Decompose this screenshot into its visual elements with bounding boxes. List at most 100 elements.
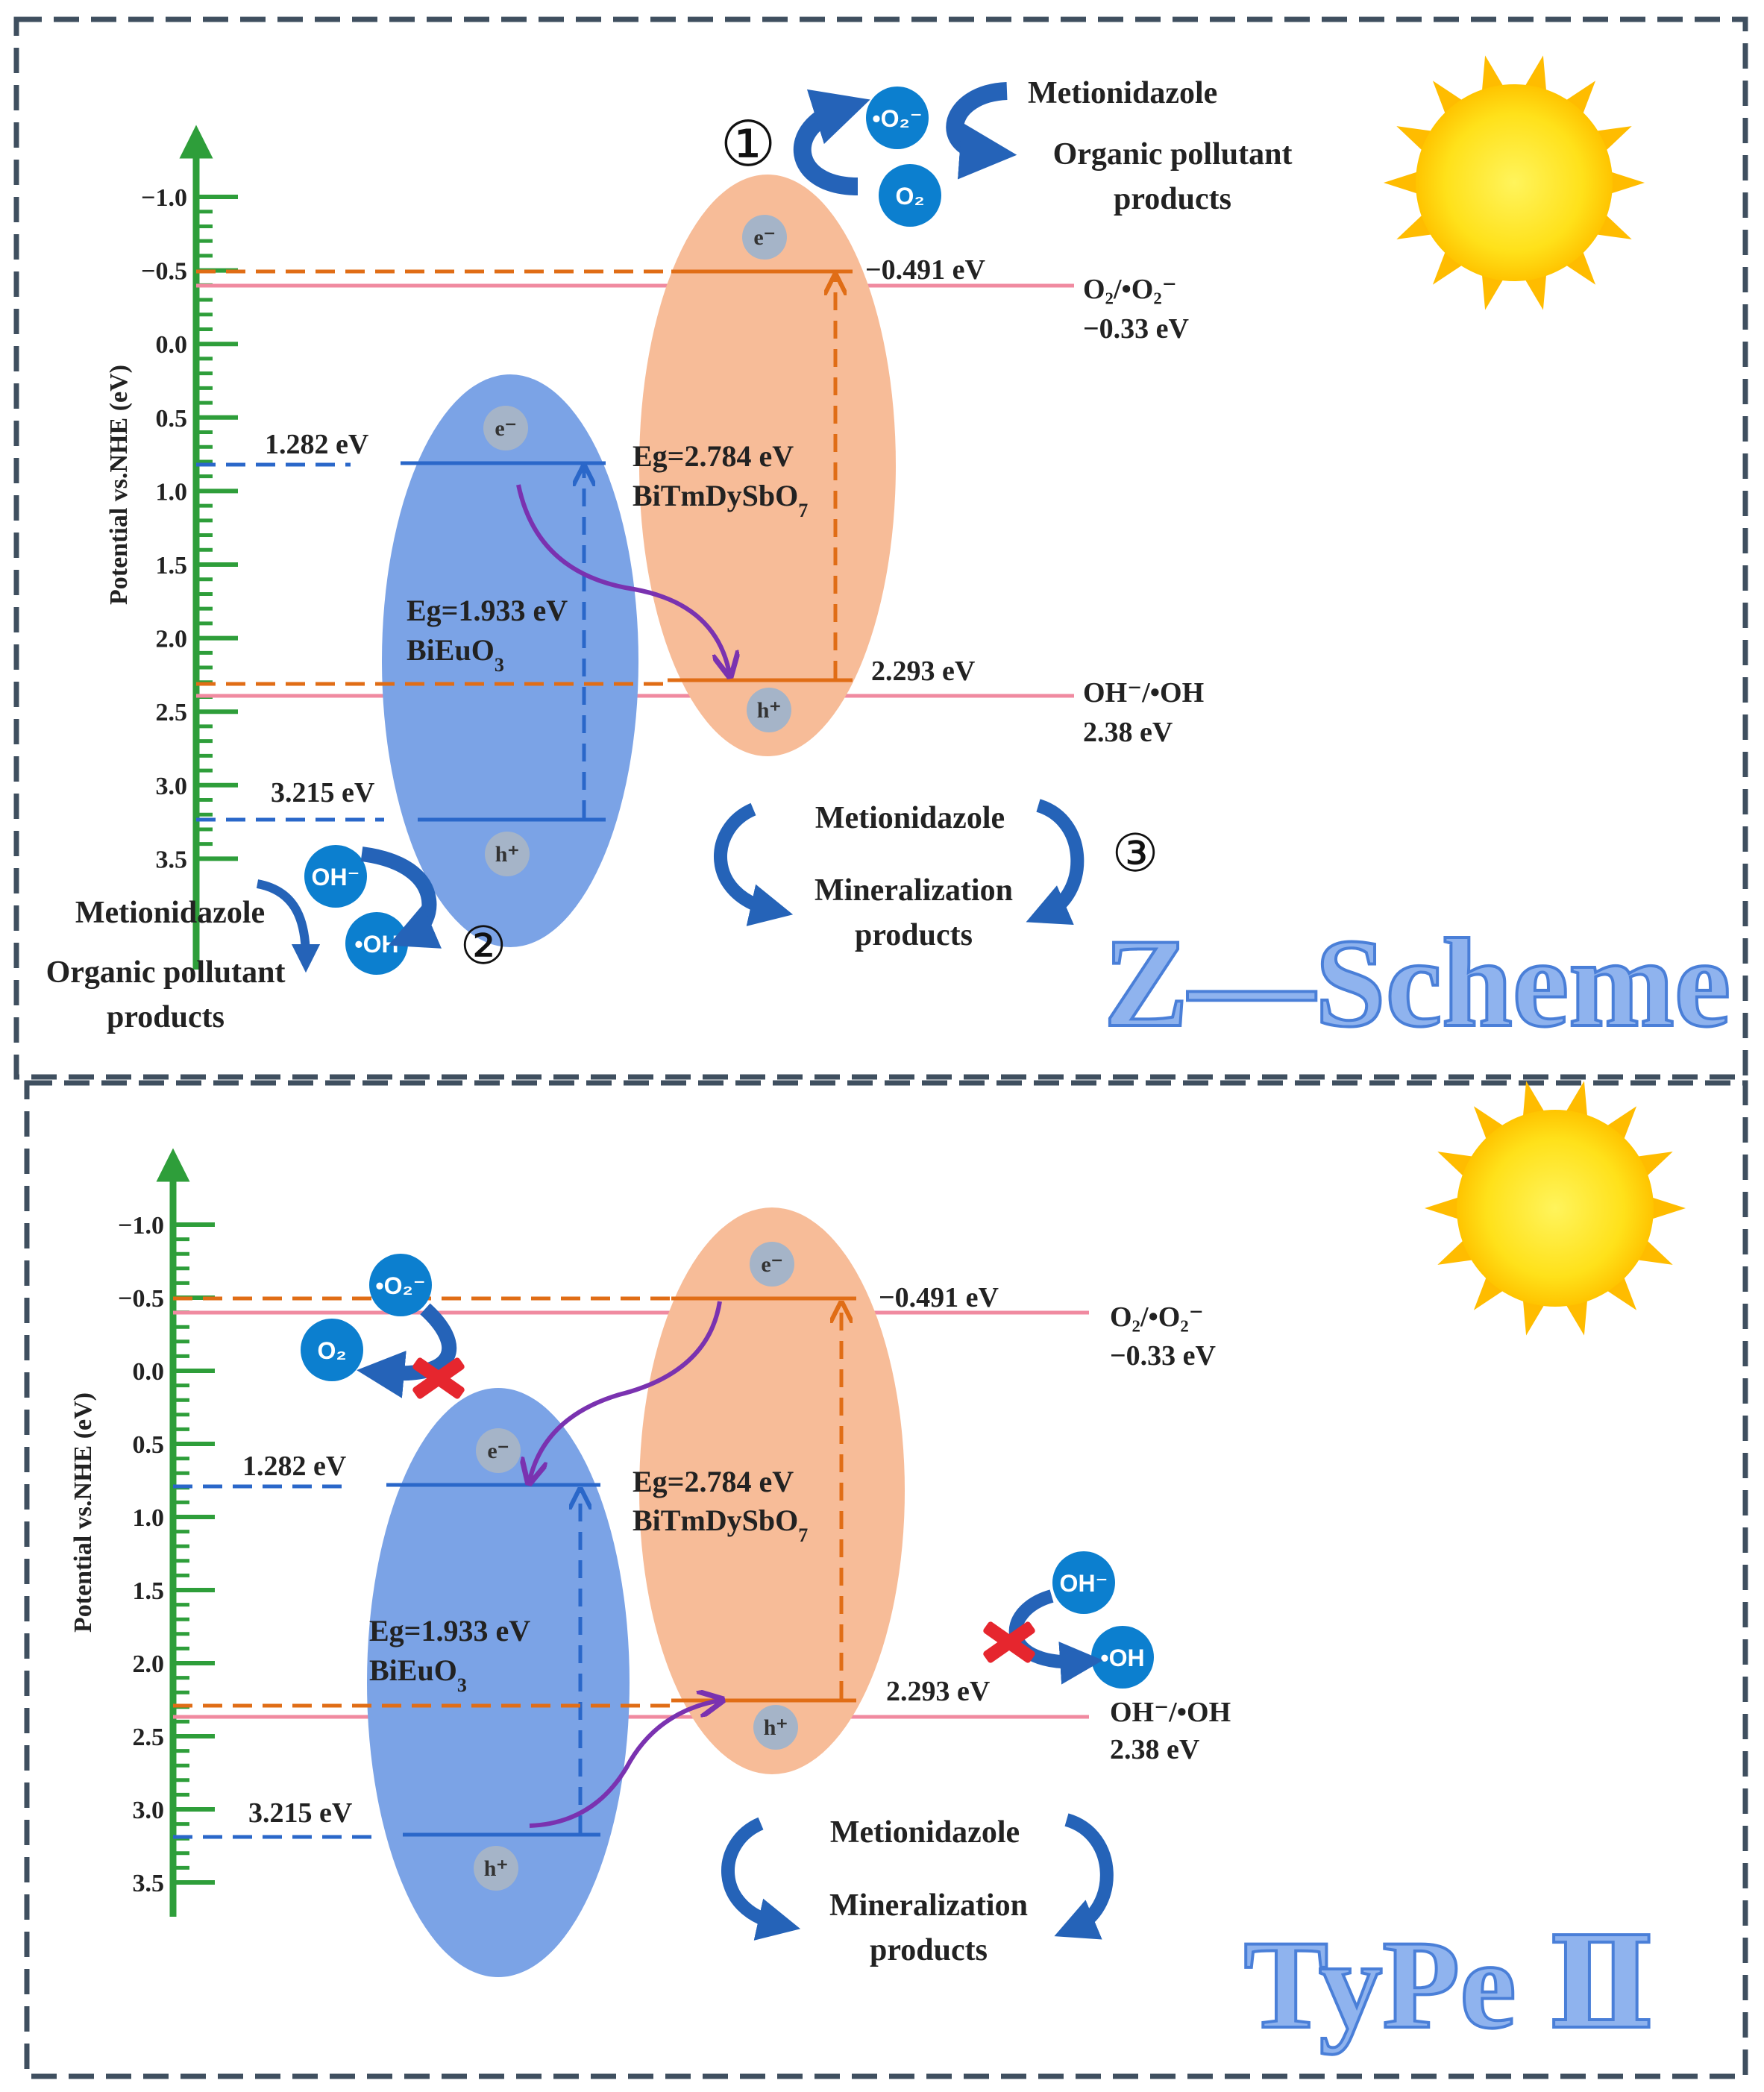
axis-tick-label: 0.0 [133,1358,165,1386]
svg-text:OH⁻: OH⁻ [312,864,360,890]
svg-text:h⁺: h⁺ [484,1856,509,1881]
hole-marker: h⁺ [753,1705,798,1750]
svg-text:•O₂⁻: •O₂⁻ [872,105,922,132]
marker-3: ③ [1112,826,1159,883]
mineralization-arrow [1026,799,1085,925]
mineralization-arrow [714,802,794,926]
mineralization-label: products [870,1933,988,1967]
axis-label: Potential vs.NHE (eV) [69,1392,97,1633]
oxygen-icon: O₂ [301,1319,363,1381]
oh-oxidation-arrow [360,846,442,949]
oh-potential-label: 2.38 eV [1083,717,1173,748]
bitmdysbo7-eg: Eg=2.784 eV [633,439,794,473]
panel-z-scheme: −1.0−0.50.00.51.01.52.02.53.03.5 Potenti… [46,55,1732,1055]
bieuo3-eg: Eg=1.933 eV [407,594,568,627]
svg-text:e⁻: e⁻ [761,1252,782,1277]
sun-icon [1384,55,1645,310]
superoxide-icon: •O₂⁻ [866,87,929,149]
bieuo3-cb-value: 1.282 eV [242,1451,347,1482]
organic-products-label: products [1114,182,1231,216]
o2-potential-label: −0.33 eV [1083,313,1190,345]
organic-products-label: products [107,1000,225,1034]
bieuo3-formula: BiEuO3 [407,633,504,676]
svg-text:O₂: O₂ [895,183,924,210]
electron-marker: e⁻ [476,1428,521,1473]
bieuo3-cb-value: 1.282 eV [265,429,369,460]
axis-tick-label: −1.0 [141,184,187,212]
panel-type-ii: −1.0−0.50.00.51.01.52.02.53.03.5 Potenti… [69,1081,1686,2056]
svg-text:•OH: •OH [1100,1645,1144,1671]
svg-text:•O₂⁻: •O₂⁻ [375,1272,425,1299]
axis-tick-label: 0.5 [133,1431,165,1459]
axis-tick-label: 3.0 [133,1797,165,1824]
degradation-arrow [946,82,1017,180]
axis-label: Potential vs.NHE (eV) [105,365,133,605]
blocked-cross-icon [983,1621,1035,1663]
o2-couple-label: O₂/•O₂⁻ [1110,1301,1204,1333]
bieuo3-eg: Eg=1.933 eV [369,1614,530,1647]
axis-tick-label: 3.5 [156,846,188,873]
bieuo3-vb-value: 3.215 eV [248,1797,353,1829]
axis-tick-label: 1.5 [156,552,188,579]
axis-tick-label: 0.0 [156,331,188,359]
pollutant-label: Metionidazole [1028,76,1217,110]
pollutant-label: Metionidazole [815,801,1005,835]
type-ii-title: TyPe Ⅱ [1244,1914,1655,2055]
electron-marker: e⁻ [483,406,528,450]
axis-tick-label: 3.0 [156,773,188,800]
hole-marker: h⁺ [474,1846,518,1891]
oh-potential-label: 2.38 eV [1110,1734,1200,1765]
svg-text:•OH: •OH [354,931,398,958]
blocked-arrow [357,1303,456,1398]
hole-marker: h⁺ [485,832,530,876]
organic-products-label: Organic pollutant [46,955,286,990]
axis-tick-label: 3.5 [133,1870,165,1897]
bitmdysbo7-formula: BiTmDySbO7 [633,1504,808,1546]
axis-tick-label: 2.5 [156,699,188,726]
axis-tick-label: 2.0 [133,1650,165,1678]
mineralization-label: Mineralization [829,1888,1028,1923]
axis-tick-label: −1.0 [118,1212,164,1240]
electron-marker: e⁻ [742,215,787,260]
svg-text:h⁺: h⁺ [495,842,520,867]
o2-reduction-arrow [793,89,870,195]
mineralization-arrow [721,1817,801,1941]
svg-text:h⁺: h⁺ [764,1715,788,1740]
panel-ii-frame [24,1080,1748,2079]
oh-couple-label: OH⁻/•OH [1110,1697,1231,1728]
mineralization-label: products [855,918,973,952]
axis-tick-label: 2.0 [156,626,188,653]
superoxide-icon: •O₂⁻ [369,1254,432,1316]
pollutant-label: Metionidazole [830,1815,1020,1850]
svg-text:e⁻: e⁻ [753,225,775,250]
bitmdysbo7-band [639,175,896,756]
o2-couple-label: O₂/•O₂⁻ [1083,274,1177,305]
sun-icon [1425,1081,1686,1336]
axis-tick-label: −0.5 [118,1285,164,1313]
bitmdysbo7-cb-value: −0.491 eV [865,254,986,286]
axis-tick-label: −0.5 [141,258,187,286]
axis-tick-label: 1.5 [133,1577,165,1605]
bieuo3-band [382,374,638,947]
potential-axis: −1.0−0.50.00.51.01.52.02.53.03.5 Potenti… [105,125,238,970]
svg-text:OH⁻: OH⁻ [1060,1570,1108,1597]
hydroxyl-radical-icon: •OH [1091,1626,1154,1689]
svg-text:O₂: O₂ [317,1337,346,1364]
panel-z-frame [13,16,1748,1080]
svg-text:e⁻: e⁻ [495,416,516,441]
bitmdysbo7-vb-value: 2.293 eV [886,1676,991,1707]
axis-tick-label: 1.0 [133,1504,165,1532]
bieuo3-formula: BiEuO3 [369,1653,467,1696]
oh-couple-label: OH⁻/•OH [1083,677,1204,709]
bitmdysbo7-cb-value: −0.491 eV [879,1282,999,1313]
bieuo3-vb-value: 3.215 eV [271,777,375,808]
organic-products-label: Organic pollutant [1053,137,1293,172]
hydroxide-icon: OH⁻ [304,845,367,908]
hole-transfer-arrow [529,1700,720,1828]
bieuo3-band [367,1388,630,1977]
hydroxide-icon: OH⁻ [1052,1551,1115,1614]
hole-marker: h⁺ [747,688,791,732]
hydroxyl-radical-icon: •OH [345,912,408,975]
